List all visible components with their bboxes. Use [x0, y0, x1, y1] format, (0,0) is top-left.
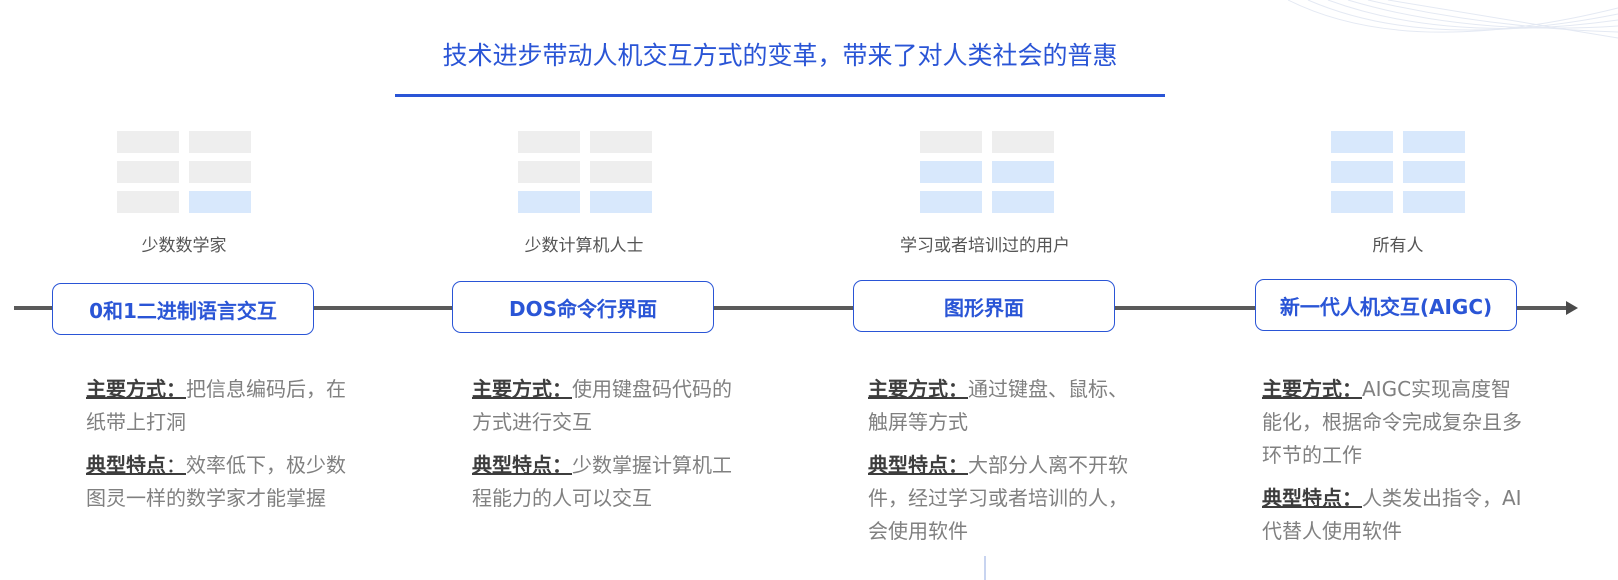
- stage-name: 新一代人机交互(AIGC): [1279, 294, 1493, 319]
- timeline-arrow-icon: [1566, 301, 1578, 315]
- stage-name: 图形界面: [944, 295, 1024, 320]
- stage-name: 0和1二进制语言交互: [89, 298, 277, 323]
- method-label: 主要方式：: [472, 377, 572, 401]
- stage-box: 新一代人机交互(AIGC): [1255, 279, 1517, 331]
- feature-line: 典型特点：人类发出指令，AI代替人使用软件: [1262, 482, 1522, 548]
- method-text: 把信息编码后，在纸带上打洞: [86, 377, 346, 434]
- stage-description: 主要方式：使用键盘码代码的方式进行交互 典型特点：少数掌握计算机工程能力的人可以…: [472, 373, 732, 525]
- feature-text: 大部分人离不开软件，经过学习或者培训的人，会使用软件: [868, 453, 1128, 543]
- method-line: 主要方式：AIGC实现高度智能化，根据命令完成复杂且多环节的工作: [1262, 373, 1522, 472]
- grid-cell-highlighted: [1403, 131, 1465, 153]
- stage-description: 主要方式：通过键盘、鼠标、触屏等方式 典型特点：大部分人离不开软件，经过学习或者…: [868, 373, 1128, 558]
- audience-grid: [117, 131, 251, 213]
- audience-label: 少数计算机人士: [524, 236, 644, 256]
- grid-cell-highlighted: [518, 191, 580, 213]
- feature-label: 典型特点：: [472, 453, 572, 477]
- grid-cell-highlighted: [1331, 131, 1393, 153]
- grid-cell: [920, 131, 982, 153]
- feature-text: 少数掌握计算机工程能力的人可以交互: [472, 453, 732, 510]
- audience-label: 少数数学家: [141, 236, 227, 256]
- grid-cell: [518, 131, 580, 153]
- method-text: AIGC实现高度智能化，根据命令完成复杂且多环节的工作: [1262, 377, 1522, 467]
- grid-cell: [590, 161, 652, 183]
- audience-grid: [1331, 131, 1465, 213]
- feature-line: 典型特点：少数掌握计算机工程能力的人可以交互: [472, 449, 732, 515]
- method-text: 使用键盘码代码的方式进行交互: [472, 377, 732, 434]
- stage-box: 图形界面: [853, 280, 1115, 332]
- grid-cell-highlighted: [992, 161, 1054, 183]
- grid-cell-highlighted: [1403, 191, 1465, 213]
- decorative-curves: [1288, 0, 1618, 39]
- stage-description: 主要方式：AIGC实现高度智能化，根据命令完成复杂且多环节的工作 典型特点：人类…: [1262, 373, 1522, 558]
- method-line: 主要方式：把信息编码后，在纸带上打洞: [86, 373, 346, 439]
- audience-grid: [920, 131, 1054, 213]
- feature-label: 典型特点：: [868, 453, 968, 477]
- grid-cell: [992, 131, 1054, 153]
- stage-name: DOS命令行界面: [508, 296, 657, 321]
- method-label: 主要方式：: [86, 377, 186, 401]
- audience-label: 所有人: [1372, 236, 1424, 256]
- grid-cell-highlighted: [1331, 191, 1393, 213]
- feature-text: 效率低下，极少数图灵一样的数学家才能掌握: [86, 453, 346, 510]
- feature-line: 典型特点：大部分人离不开软件，经过学习或者培训的人，会使用软件: [868, 449, 1128, 548]
- grid-cell-highlighted: [189, 191, 251, 213]
- audience-label: 学习或者培训过的用户: [900, 236, 1070, 256]
- method-line: 主要方式：通过键盘、鼠标、触屏等方式: [868, 373, 1128, 439]
- stage-description: 主要方式：把信息编码后，在纸带上打洞 典型特点：效率低下，极少数图灵一样的数学家…: [86, 373, 346, 525]
- grid-cell-highlighted: [1331, 161, 1393, 183]
- feature-label: 典型特点：: [1262, 486, 1362, 510]
- grid-cell: [117, 191, 179, 213]
- grid-cell: [117, 131, 179, 153]
- feature-separator: ：: [166, 453, 186, 477]
- grid-cell-highlighted: [1403, 161, 1465, 183]
- method-label: 主要方式：: [868, 377, 968, 401]
- grid-cell-highlighted: [992, 191, 1054, 213]
- feature-text: 人类发出指令，AI代替人使用软件: [1262, 486, 1522, 543]
- grid-cell: [117, 161, 179, 183]
- grid-cell-highlighted: [920, 161, 982, 183]
- stage-box: 0和1二进制语言交互: [52, 283, 314, 335]
- grid-cell: [189, 131, 251, 153]
- stage-box: DOS命令行界面: [452, 281, 714, 333]
- method-label: 主要方式：: [1262, 377, 1362, 401]
- method-text: 通过键盘、鼠标、触屏等方式: [868, 377, 1128, 434]
- page-title: 技术进步带动人机交互方式的变革，带来了对人类社会的普惠: [442, 41, 1118, 70]
- method-line: 主要方式：使用键盘码代码的方式进行交互: [472, 373, 732, 439]
- divider-tick: [984, 556, 986, 580]
- grid-cell: [518, 161, 580, 183]
- grid-cell-highlighted: [590, 191, 652, 213]
- grid-cell: [590, 131, 652, 153]
- grid-cell: [189, 161, 251, 183]
- title-underline: [395, 94, 1165, 97]
- audience-grid: [518, 131, 652, 213]
- feature-label: 典型特点: [86, 453, 166, 477]
- timeline-line: [14, 306, 1571, 310]
- grid-cell-highlighted: [920, 191, 982, 213]
- feature-line: 典型特点：效率低下，极少数图灵一样的数学家才能掌握: [86, 449, 346, 515]
